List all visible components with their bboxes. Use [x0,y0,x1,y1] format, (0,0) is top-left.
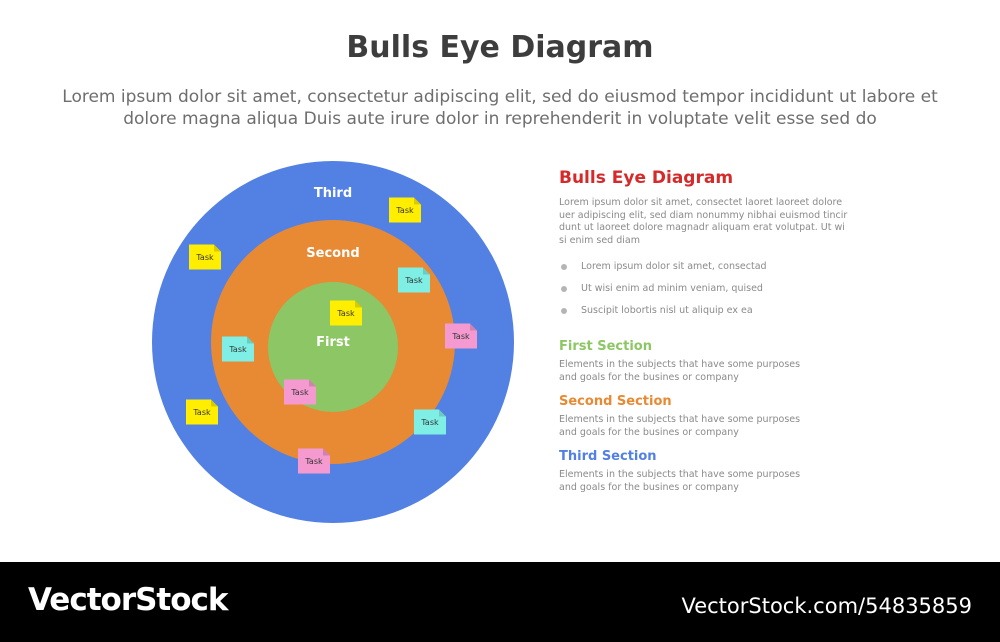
bulls-eye-diagram: Third Second First TaskTaskTaskTaskTaskT… [152,161,514,523]
task-note-fold [423,267,430,275]
section-second-title: Second Section [559,394,672,409]
task-note: Task [298,448,330,474]
section-second-description: Elements in the subjects that have some … [559,414,801,438]
task-note-shape [398,267,430,293]
bullet-list: Lorem ipsum dolor sit amet, consectad Ut… [559,261,859,327]
task-note: Task [445,323,477,349]
section-third: Third Section Elements in the subjects t… [559,449,859,494]
task-note: Task [189,244,221,270]
footer-bar: VectorStock VectorStock.com/54835859 [0,562,1000,642]
task-note: Task [222,336,254,362]
task-note-fold [309,379,316,387]
page-subtitle: Lorem ipsum dolor sit amet, consectetur … [62,87,938,129]
ring-first-label: First [316,335,350,350]
task-note-fold [355,300,362,308]
bullet-text: Suscipit lobortis nisl ut aliquip ex ea [581,305,753,316]
footer-brand-logo: VectorStock [28,582,229,618]
task-note-label: Task [336,309,355,318]
task-note: Task [389,197,421,223]
task-note-label: Task [395,206,414,215]
section-first: First Section Elements in the subjects t… [559,339,859,384]
panel-description: Lorem ipsum dolor sit amet, consectet la… [559,197,848,246]
section-second: Second Section Elements in the subjects … [559,394,859,439]
task-note-fold [247,336,254,344]
task-note-label: Task [420,418,439,427]
info-panel: Bulls Eye Diagram Lorem ipsum dolor sit … [559,168,859,494]
task-note-fold [470,323,477,331]
task-note-label: Task [451,332,470,341]
task-note-shape [298,448,330,474]
task-note: Task [284,379,316,405]
task-note-label: Task [195,253,214,262]
task-note: Task [186,399,218,425]
task-note-label: Task [404,276,423,285]
task-note-label: Task [228,345,247,354]
bullet-text: Ut wisi enim ad minim veniam, quised [581,283,763,294]
section-third-title: Third Section [559,449,657,464]
bullet-text: Lorem ipsum dolor sit amet, consectad [581,261,767,272]
bullet-icon [561,286,567,292]
task-note-label: Task [290,388,309,397]
section-third-description: Elements in the subjects that have some … [559,469,801,493]
task-note-shape [414,409,446,435]
bullet-item: Suscipit lobortis nisl ut aliquip ex ea [559,305,859,327]
task-note-label: Task [304,457,323,466]
task-note: Task [414,409,446,435]
page-title: Bulls Eye Diagram [346,30,654,65]
task-note: Task [398,267,430,293]
task-note: Task [330,300,362,326]
bullet-icon [561,308,567,314]
panel-title: Bulls Eye Diagram [559,168,734,188]
task-note-label: Task [192,408,211,417]
task-note-fold [211,399,218,407]
task-note-shape [186,399,218,425]
task-note-shape [445,323,477,349]
bullet-icon [561,264,567,270]
task-note-fold [414,197,421,205]
task-note-shape [330,300,362,326]
task-note-shape [389,197,421,223]
section-first-title: First Section [559,339,652,354]
task-note-shape [222,336,254,362]
task-note-shape [284,379,316,405]
bullet-item: Ut wisi enim ad minim veniam, quised [559,283,859,305]
bullet-item: Lorem ipsum dolor sit amet, consectad [559,261,859,283]
task-note-shape [189,244,221,270]
ring-second-label: Second [306,246,359,261]
footer-url: VectorStock.com/54835859 [681,594,972,618]
section-first-description: Elements in the subjects that have some … [559,359,801,383]
ring-third-label: Third [314,186,352,201]
task-note-fold [439,409,446,417]
task-note-fold [214,244,221,252]
task-note-fold [323,448,330,456]
